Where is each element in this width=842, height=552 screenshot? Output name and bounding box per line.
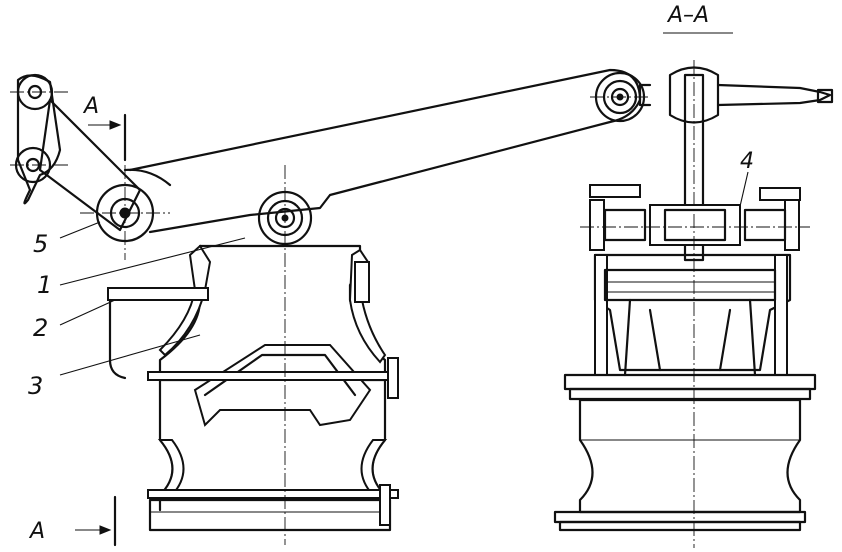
callout-1: 1 xyxy=(37,271,52,299)
left-link xyxy=(14,73,142,232)
section-view xyxy=(553,60,834,548)
callout-2: 2 xyxy=(33,314,48,342)
centre-lines xyxy=(10,91,650,545)
leader-lines xyxy=(59,171,749,376)
section-title: A–A xyxy=(666,3,709,28)
callout-5: 5 xyxy=(33,230,48,258)
lever-arm xyxy=(123,68,642,234)
section-mark-label-bottom: A xyxy=(28,519,45,544)
callout-4: 4 xyxy=(740,149,754,174)
section-mark-top xyxy=(88,113,127,162)
valve-body xyxy=(107,244,399,532)
callout-3: 3 xyxy=(28,372,43,400)
section-mark-label-top: A xyxy=(82,94,99,119)
section-mark-bottom xyxy=(75,495,117,547)
